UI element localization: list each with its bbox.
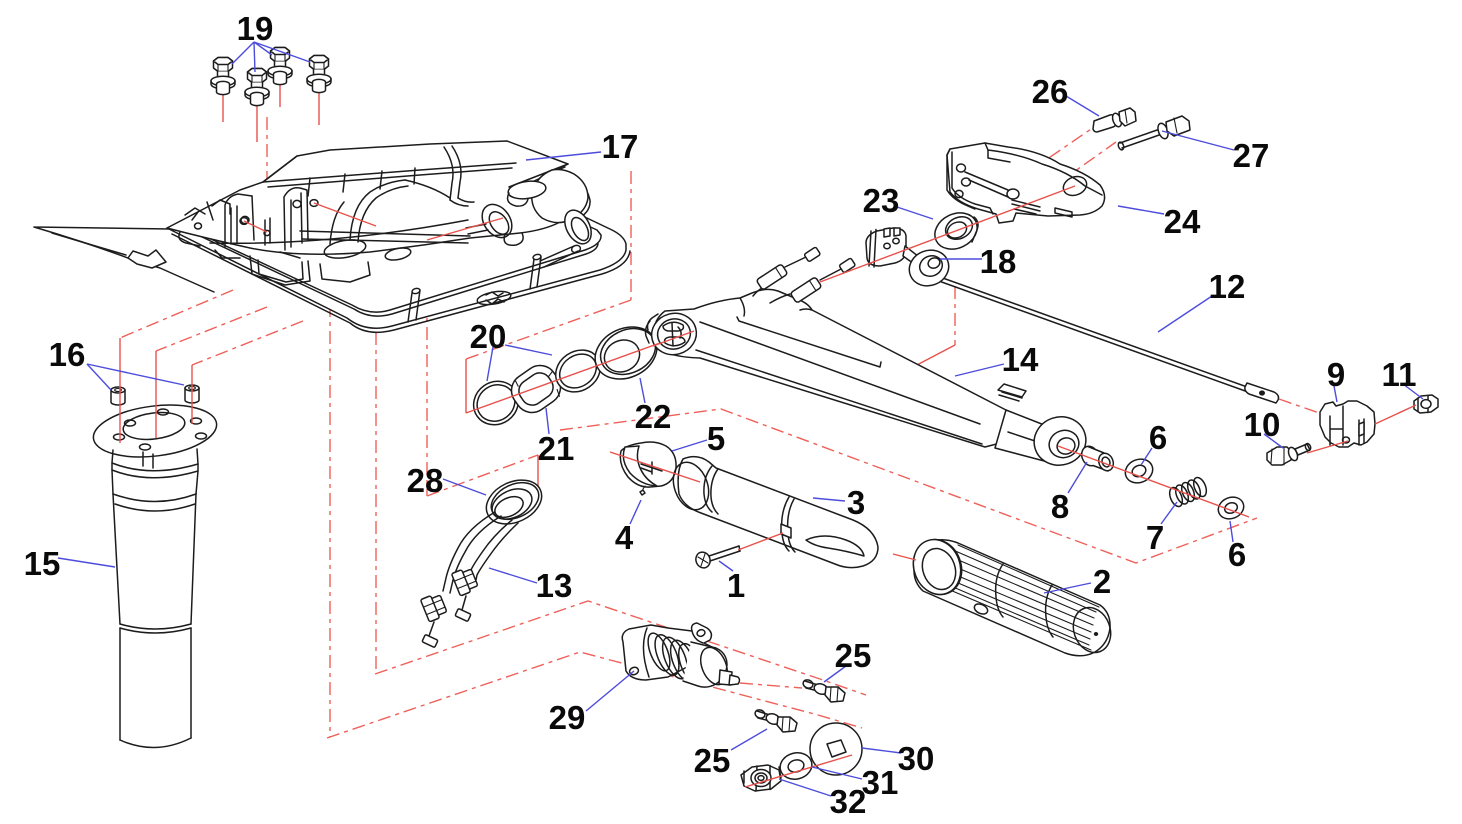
svg-text:16: 16 <box>49 336 86 373</box>
svg-text:25: 25 <box>835 637 872 674</box>
svg-text:9: 9 <box>1327 356 1345 393</box>
svg-text:28: 28 <box>407 462 444 499</box>
svg-text:17: 17 <box>602 128 639 165</box>
svg-text:15: 15 <box>24 545 61 582</box>
svg-text:20: 20 <box>470 318 507 355</box>
svg-text:6: 6 <box>1149 419 1167 456</box>
svg-text:3: 3 <box>847 484 865 521</box>
svg-text:13: 13 <box>536 567 573 604</box>
svg-text:18: 18 <box>980 243 1017 280</box>
svg-text:5: 5 <box>707 420 725 457</box>
svg-text:25: 25 <box>694 742 731 779</box>
svg-text:12: 12 <box>1209 268 1246 305</box>
svg-text:10: 10 <box>1244 406 1281 443</box>
svg-text:1: 1 <box>727 567 745 604</box>
svg-text:30: 30 <box>898 740 935 777</box>
svg-text:22: 22 <box>635 398 672 435</box>
svg-text:23: 23 <box>863 182 900 219</box>
svg-text:2: 2 <box>1093 563 1111 600</box>
svg-text:27: 27 <box>1233 137 1270 174</box>
svg-text:6: 6 <box>1228 536 1246 573</box>
svg-text:8: 8 <box>1051 488 1069 525</box>
svg-text:11: 11 <box>1382 356 1417 393</box>
svg-text:19: 19 <box>237 10 274 47</box>
svg-text:29: 29 <box>549 699 586 736</box>
svg-text:14: 14 <box>1002 341 1039 378</box>
svg-text:31: 31 <box>862 764 899 801</box>
svg-text:7: 7 <box>1146 519 1164 556</box>
svg-text:24: 24 <box>1164 203 1201 240</box>
svg-text:32: 32 <box>830 783 867 820</box>
svg-text:26: 26 <box>1032 73 1069 110</box>
svg-text:4: 4 <box>615 519 634 556</box>
svg-text:21: 21 <box>538 430 575 467</box>
